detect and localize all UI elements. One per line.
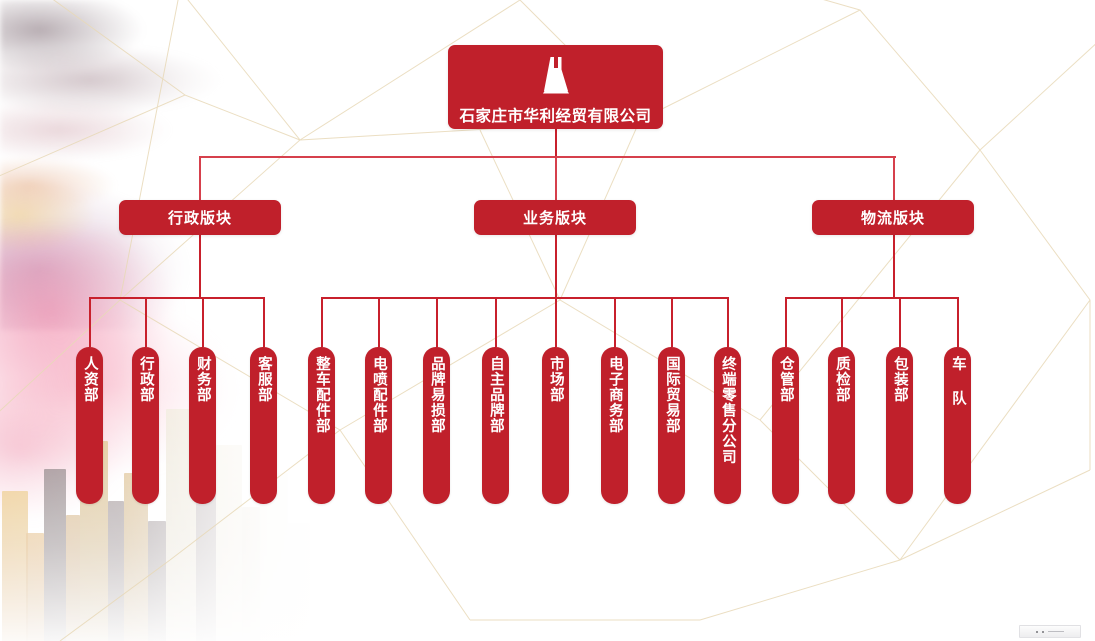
connector-leaf-drop (555, 297, 557, 347)
node-dept-marketing[interactable]: 市场部 (542, 347, 569, 504)
division-business-label: 业务版块 (522, 210, 587, 227)
connector-leaf-drop (263, 297, 265, 347)
connector-leaf-drop (957, 297, 959, 347)
dept-hr-label: 人资部 (81, 356, 98, 403)
connector-leaf-drop (145, 297, 147, 347)
dept-retail-branch-label: 终端零售分公司 (719, 356, 736, 465)
node-dept-customer-service[interactable]: 客服部 (250, 347, 277, 504)
node-dept-retail-branch[interactable]: 终端零售分公司 (714, 347, 741, 504)
dept-marketing-label: 市场部 (547, 356, 564, 403)
node-dept-vehicle-parts[interactable]: 整车配件部 (308, 347, 335, 504)
node-division-admin[interactable]: 行政版块 (119, 200, 281, 235)
node-dept-finance[interactable]: 财务部 (189, 347, 216, 504)
dept-international-trade-label: 国际贸易部 (663, 356, 680, 434)
watermark-bar-icon (1048, 630, 1064, 633)
watermark-dot-icon (1042, 630, 1044, 633)
node-dept-own-brand[interactable]: 自主品牌部 (482, 347, 509, 504)
node-dept-quality-inspection[interactable]: 质检部 (828, 347, 855, 504)
dept-ecommerce-label: 电子商务部 (606, 356, 623, 434)
dept-quality-inspection-label: 质检部 (833, 356, 850, 403)
dept-warehouse-label: 仓管部 (777, 356, 794, 403)
division-logistics-label: 物流版块 (860, 210, 925, 227)
root-company-label: 石家庄市华利经贸有限公司 (459, 108, 652, 125)
company-arch-logo (533, 55, 579, 100)
watermark-dot-icon (1036, 630, 1038, 633)
connector-drop-admin (199, 156, 201, 200)
connector-leaf-drop (202, 297, 204, 347)
node-division-business[interactable]: 业务版块 (474, 200, 636, 235)
page-watermark (1019, 625, 1081, 638)
background-sky-haze (0, 0, 300, 330)
connector-drop-logistics (893, 156, 895, 200)
node-dept-fleet[interactable]: 车队 (944, 347, 971, 504)
node-dept-hr[interactable]: 人资部 (76, 347, 103, 504)
connector-business-stem (555, 235, 557, 298)
dept-own-brand-label: 自主品牌部 (487, 356, 504, 434)
node-dept-packaging[interactable]: 包装部 (886, 347, 913, 504)
dept-administration-label: 行政部 (137, 356, 154, 403)
dept-fleet-label: 车队 (949, 356, 966, 425)
node-dept-brand-wear-parts[interactable]: 品牌易损部 (423, 347, 450, 504)
node-division-logistics[interactable]: 物流版块 (812, 200, 974, 235)
connector-drop-business (555, 156, 557, 200)
dept-vehicle-parts-label: 整车配件部 (313, 356, 330, 434)
connector-leaf-drop (614, 297, 616, 347)
node-dept-warehouse[interactable]: 仓管部 (772, 347, 799, 504)
dept-efi-parts-label: 电喷配件部 (370, 356, 387, 434)
node-dept-international-trade[interactable]: 国际贸易部 (658, 347, 685, 504)
connector-leaf-drop (727, 297, 729, 347)
connector-level1-bus (199, 156, 896, 158)
node-root-company[interactable]: 石家庄市华利经贸有限公司 (448, 45, 663, 129)
connector-leaf-drop (899, 297, 901, 347)
connector-admin-bus (89, 297, 263, 299)
node-dept-efi-parts[interactable]: 电喷配件部 (365, 347, 392, 504)
connector-admin-stem (199, 235, 201, 298)
dept-customer-service-label: 客服部 (255, 356, 272, 403)
connector-logistics-bus (785, 297, 957, 299)
division-admin-label: 行政版块 (167, 210, 232, 227)
connector-logistics-stem (893, 235, 895, 298)
connector-leaf-drop (321, 297, 323, 347)
dept-finance-label: 财务部 (194, 356, 211, 403)
connector-leaf-drop (785, 297, 787, 347)
connector-leaf-drop (436, 297, 438, 347)
connector-root-stem (555, 128, 557, 157)
dept-packaging-label: 包装部 (891, 356, 908, 403)
connector-leaf-drop (89, 297, 91, 347)
connector-leaf-drop (378, 297, 380, 347)
background-cityscape (0, 311, 330, 641)
node-dept-administration[interactable]: 行政部 (132, 347, 159, 504)
connector-business-bus (321, 297, 727, 299)
node-dept-ecommerce[interactable]: 电子商务部 (601, 347, 628, 504)
connector-leaf-drop (671, 297, 673, 347)
dept-brand-wear-parts-label: 品牌易损部 (428, 356, 445, 434)
connector-leaf-drop (841, 297, 843, 347)
connector-leaf-drop (495, 297, 497, 347)
